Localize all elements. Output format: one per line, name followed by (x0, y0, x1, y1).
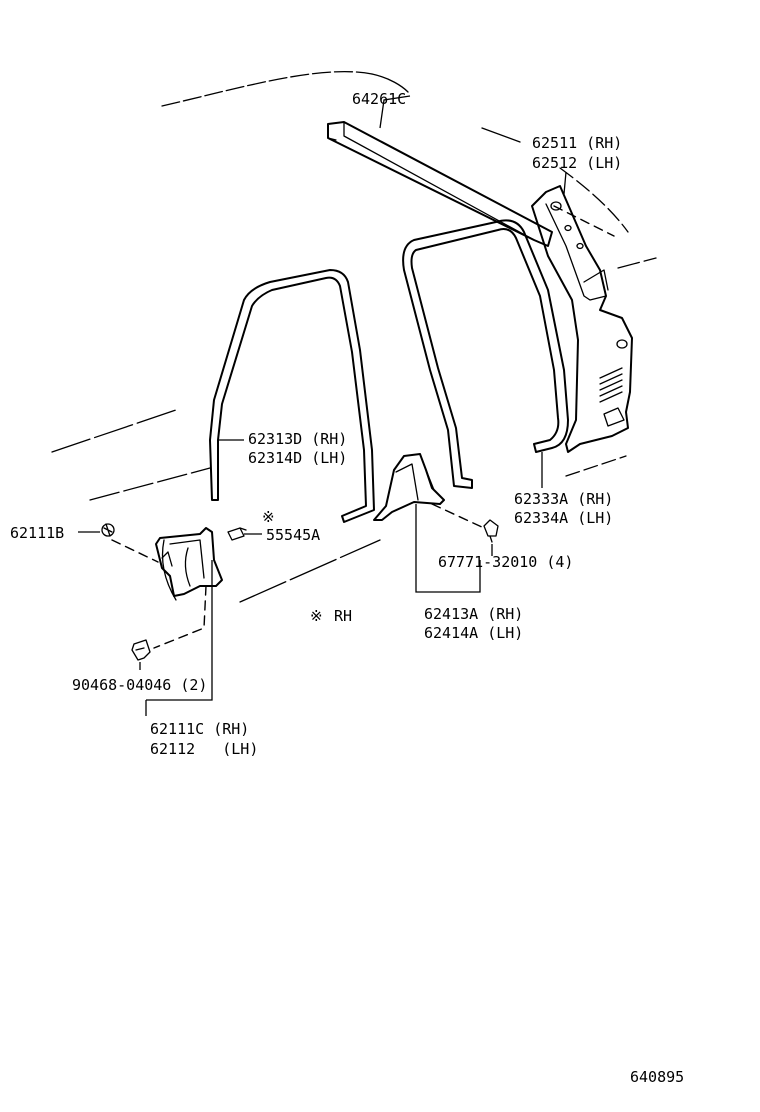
label-62511: 62511 (RH) (532, 134, 622, 152)
label-67771: 67771-32010 (4) (438, 553, 573, 571)
clip-90468 (131, 639, 151, 661)
note-symbol: ※ (310, 607, 323, 625)
label-62112: 62112 (LH) (150, 740, 258, 758)
figure-id: 640895 (630, 1068, 684, 1086)
note-text: RH (334, 607, 352, 625)
front-door-weatherstrip-62313D (209, 269, 375, 523)
label-62111C: 62111C (RH) (150, 720, 249, 738)
label-62413A: 62413A (RH) (424, 605, 523, 623)
leader-lines (78, 95, 567, 716)
label-55545A: 55545A (266, 526, 320, 544)
roof-side-rail-64261C (327, 121, 553, 247)
label-64261C: 64261C (352, 90, 406, 108)
label-62334A: 62334A (LH) (514, 509, 613, 527)
label-62333A: 62333A (RH) (514, 490, 613, 508)
clip-67771 (483, 519, 499, 543)
label-62512: 62512 (LH) (532, 154, 622, 172)
label-90468: 90468-04046 (2) (72, 676, 207, 694)
label-62414A: 62414A (LH) (424, 624, 523, 642)
label-62314D: 62314D (LH) (248, 449, 347, 467)
rear-door-weatherstrip-62333A (402, 219, 569, 489)
lower-front-garnish-62111C (155, 527, 223, 597)
label-62313D: 62313D (RH) (248, 430, 347, 448)
label-62111B: 62111B (10, 524, 64, 542)
installation-lines (111, 205, 615, 649)
note-symbol-55545A: ※ (262, 508, 275, 526)
clip-62111B (101, 523, 115, 537)
lower-pillar-garnish-62413A (373, 453, 445, 521)
center-pillar-garnish-62511 (531, 185, 633, 453)
pad-55545A (227, 527, 247, 541)
